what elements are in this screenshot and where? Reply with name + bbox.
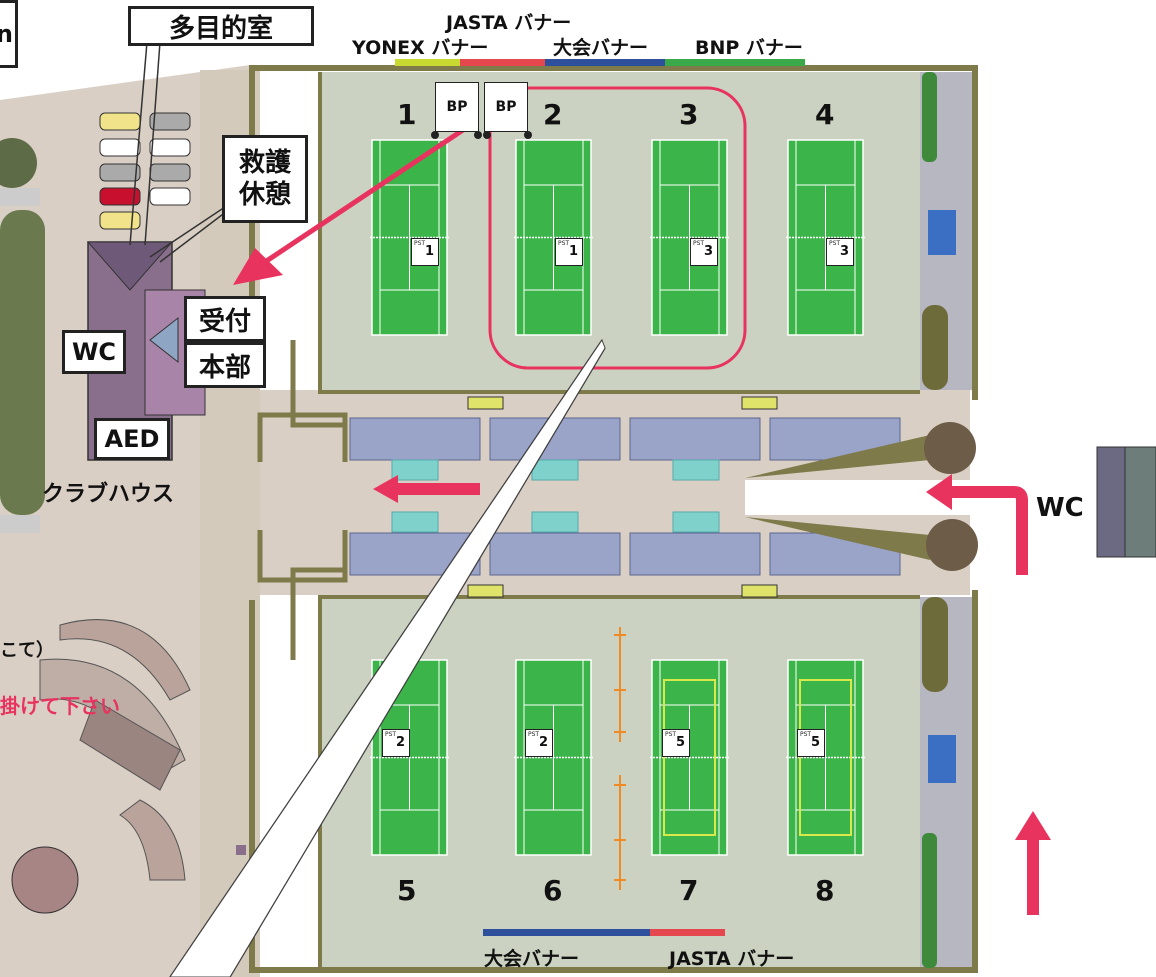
court-number-3: 3 — [679, 98, 699, 131]
court-number-6: 6 — [543, 874, 563, 907]
hedge-left — [0, 210, 45, 515]
court-number-5: 5 — [397, 874, 417, 907]
tree-right-bottom — [926, 519, 978, 571]
pst-letters: PST — [829, 240, 841, 247]
wc-right-label: WC — [1036, 493, 1084, 523]
amphitheater — [11, 619, 191, 914]
tennis-court-top-1 — [370, 139, 449, 336]
bp-board-1: BP — [435, 82, 479, 132]
highlight-courts-2-3 — [488, 86, 747, 370]
top-court-fence — [318, 72, 920, 394]
wc-left-label: WC — [62, 330, 126, 374]
top-jasta-banner-label: JASTA バナー — [446, 12, 572, 34]
pst-number: 1 — [568, 244, 578, 259]
benches — [349, 417, 901, 576]
wc-building-right-2 — [1124, 446, 1156, 558]
bottom-banners — [483, 929, 725, 936]
rescue-label-line1: 救護 — [238, 148, 291, 178]
pst-number: 5 — [810, 735, 820, 750]
pst-letters: PST — [385, 731, 397, 738]
reception-label: 受付 — [184, 296, 266, 342]
parking-cars — [99, 112, 191, 230]
fence-bottom-left — [0, 515, 40, 533]
pst-board-court-8: PST 5 — [797, 729, 825, 757]
bottom-blue-box — [928, 735, 956, 783]
pst-board-court-1: PST 1 — [411, 238, 439, 266]
bp-board-2: BP — [484, 82, 528, 132]
pst-letters: PST — [800, 731, 812, 738]
tree-right-top — [924, 422, 976, 474]
pst-letters: PST — [414, 240, 426, 247]
tennis-court-top-3 — [650, 139, 729, 336]
pst-board-court-6: PST 2 — [525, 729, 553, 757]
right-up-arrow — [1015, 811, 1051, 915]
top-green-arch — [922, 305, 948, 390]
bottom-green-arch — [922, 597, 948, 692]
tree-topleft — [0, 138, 37, 188]
pst-letters: PST — [665, 731, 677, 738]
partial-note-pink: 掛けて下さい — [0, 694, 120, 718]
callout-wedge — [169, 338, 606, 977]
entrance-ramp-bottom — [745, 517, 930, 560]
top-blue-box — [928, 210, 956, 255]
compound-walls — [249, 65, 978, 973]
bottom-green-strip — [922, 833, 937, 968]
fence-top-left — [0, 188, 40, 206]
multipurpose-room-label: 多目的室 — [128, 6, 314, 46]
pst-number: 2 — [538, 735, 548, 750]
pink-guide-arrow — [233, 119, 477, 285]
tennis-court-top-2 — [514, 139, 593, 336]
top-bnp-banner-label: BNP バナー — [695, 37, 803, 59]
pst-number: 1 — [424, 244, 434, 259]
pst-letters: PST — [558, 240, 570, 247]
top-green-strip — [922, 72, 937, 162]
right-turn-arrow — [926, 474, 1028, 575]
pst-board-court-2: PST 1 — [555, 238, 583, 266]
small-marker — [236, 845, 246, 855]
pst-board-court-7: PST 5 — [662, 729, 690, 757]
clubhouse-entrance — [149, 316, 179, 364]
bottom-court-fence — [318, 595, 920, 967]
pst-board-court-4: PST 3 — [826, 238, 854, 266]
top-yonex-banner-label: YONEX バナー — [352, 37, 489, 59]
court-number-8: 8 — [815, 874, 835, 907]
pst-board-court-5: PST 2 — [382, 729, 410, 757]
teal-tables — [391, 459, 720, 533]
entrance-ramp-top — [745, 435, 930, 478]
pst-board-court-3: PST 3 — [690, 238, 718, 266]
tennis-court-bottom-2 — [514, 659, 593, 856]
orange-posts — [614, 627, 626, 890]
tennis-court-bottom-3 — [650, 659, 729, 856]
pst-letters: PST — [693, 240, 705, 247]
wc-building-right — [1096, 446, 1126, 558]
tennis-court-bottom-4 — [786, 659, 865, 856]
gates — [467, 396, 778, 598]
court-number-7: 7 — [679, 874, 699, 907]
headquarters-label: 本部 — [184, 342, 266, 388]
top-banners — [395, 59, 805, 66]
courts-layer — [370, 139, 865, 856]
rescue-label-line2: 休憩 — [238, 180, 291, 210]
clubhouse-label: クラブハウス — [42, 482, 175, 507]
walkway-arrow-left — [373, 475, 480, 503]
bp-pins — [431, 131, 532, 139]
rescue-rest-label: 救護 休憩 — [222, 135, 308, 223]
tennis-court-top-4 — [786, 139, 865, 336]
top-taikai-banner-label: 大会バナー — [553, 37, 649, 59]
walkway-walls — [257, 340, 348, 660]
bottom-taikai-banner-label: 大会バナー — [484, 948, 580, 970]
pst-number: 3 — [839, 244, 849, 259]
pst-number: 3 — [703, 244, 713, 259]
bottom-jasta-banner-label: JASTA バナー — [669, 948, 795, 970]
court-number-4: 4 — [815, 98, 835, 131]
pst-number: 2 — [395, 735, 405, 750]
partial-note-black: こて） — [0, 640, 54, 661]
pst-number: 5 — [675, 735, 685, 750]
aed-label: AED — [94, 418, 170, 460]
partial-top-left-label: n — [0, 0, 18, 68]
pst-letters: PST — [528, 731, 540, 738]
court-number-2: 2 — [543, 98, 563, 131]
court-number-1: 1 — [397, 98, 417, 131]
